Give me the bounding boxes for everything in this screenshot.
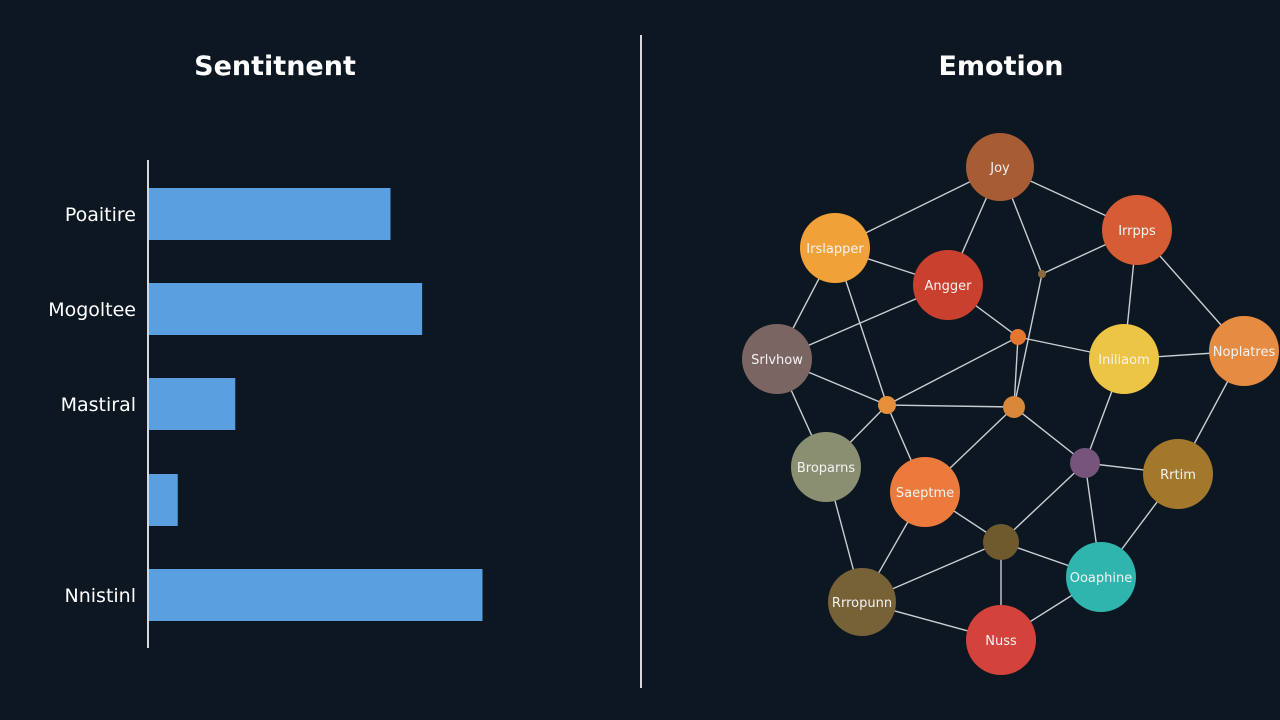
sentiment-bar	[149, 474, 178, 526]
sentiment-bar	[149, 378, 236, 430]
emotion-node-label: Saeptme	[896, 486, 954, 501]
emotion-node-label: Irrpps	[1118, 224, 1156, 239]
emotion-node-label: Noplatres	[1213, 345, 1276, 360]
emotion-node-label: Rrtim	[1160, 468, 1196, 483]
sentiment-category-label: Mogoltee	[48, 299, 136, 321]
sentiment-bar	[149, 188, 391, 240]
emotion-node-label: Ooaphine	[1070, 571, 1133, 586]
emotion-node	[1143, 439, 1213, 509]
emotion-node	[890, 457, 960, 527]
sentiment-bars	[149, 188, 483, 621]
network-edge	[1013, 406, 1086, 464]
emotion-node	[913, 250, 983, 320]
sentiment-bar	[149, 283, 423, 335]
network-edge	[1013, 273, 1043, 408]
emotion-node-label: Angger	[925, 279, 973, 294]
emotion-node-label: Srlvhow	[751, 353, 803, 368]
sentiment-bar	[149, 569, 483, 621]
network-edge	[1000, 462, 1086, 543]
network-hub-node	[878, 396, 896, 414]
network-edge	[1013, 336, 1019, 408]
emotion-node	[791, 432, 861, 502]
emotion-node	[966, 133, 1034, 201]
emotion-node-label: Rrropunn	[832, 596, 892, 611]
emotion-node	[1209, 316, 1279, 386]
sentiment-category-label: Poaitire	[65, 204, 136, 226]
sentiment-category-label: Mastiral	[61, 394, 136, 416]
emotion-node	[1102, 195, 1172, 265]
sentiment-category-label: Nnistinl	[65, 585, 136, 607]
network-edge	[886, 336, 1019, 406]
emotion-node	[800, 213, 870, 283]
emotion-node-label: Iniliaom	[1098, 353, 1150, 368]
emotion-chart-title: Emotion	[938, 51, 1063, 82]
emotion-node-label: Joy	[989, 161, 1010, 176]
network-hub-node	[1070, 448, 1100, 478]
network-hub-node	[1010, 329, 1026, 345]
emotion-node	[742, 324, 812, 394]
emotion-node	[828, 568, 896, 636]
network-edge	[886, 404, 1015, 408]
network-hub-node	[983, 524, 1019, 560]
sentiment-chart-title: Sentitnent	[194, 51, 356, 82]
emotion-node	[1089, 324, 1159, 394]
network-hub-node	[1003, 396, 1025, 418]
emotion-node-label: Irslapper	[806, 242, 864, 257]
network-hub-node	[1038, 270, 1046, 278]
emotion-node	[966, 605, 1036, 675]
emotion-node	[1066, 542, 1136, 612]
emotion-node-label: Nuss	[985, 634, 1017, 649]
emotion-node-label: Broparns	[797, 461, 856, 476]
